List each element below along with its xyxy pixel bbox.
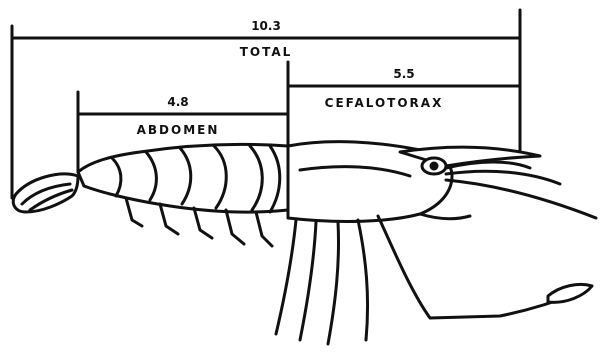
antenna-2: [446, 180, 596, 218]
eye-pupil: [431, 163, 437, 169]
cephalothorax-label: CEFALOTORAX: [325, 96, 444, 110]
pleopod-3: [194, 208, 212, 238]
pleopod-4: [226, 210, 244, 244]
maxilliped: [420, 214, 470, 219]
walking-leg-4: [358, 220, 368, 340]
abdomen-value: 4.8: [167, 95, 188, 109]
cephalothorax-value: 5.5: [393, 67, 414, 81]
total-label: TOTAL: [240, 45, 293, 59]
tail-fan: [13, 174, 78, 212]
shrimp-illustration: [13, 142, 596, 344]
pleopod-5: [256, 212, 272, 246]
walking-leg-2: [300, 222, 316, 340]
abdomen-label: ABDOMEN: [137, 123, 220, 137]
total-value: 10.3: [251, 19, 281, 33]
walking-leg-3: [328, 222, 339, 344]
cheliped-claw: [548, 284, 592, 302]
walking-leg-1: [276, 220, 296, 334]
pleopod-2: [160, 204, 178, 234]
